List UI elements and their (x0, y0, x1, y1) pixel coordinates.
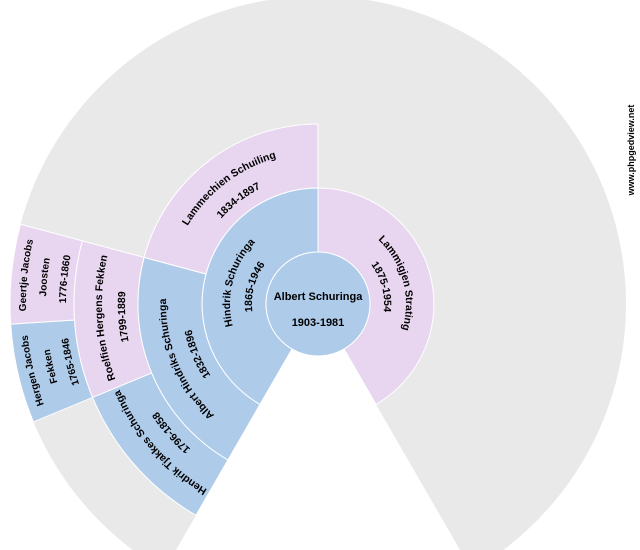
root-name: Albert Schuringa (274, 291, 364, 303)
root-dates: 1903-1981 (292, 317, 345, 329)
segment-root-person[interactable] (265, 251, 371, 357)
great-grandmother-dates: 1799-1889 (116, 291, 132, 343)
watermark: www.phpgedview.net (626, 105, 636, 197)
gg-grandmother-name-line2: Joosten (38, 257, 53, 297)
